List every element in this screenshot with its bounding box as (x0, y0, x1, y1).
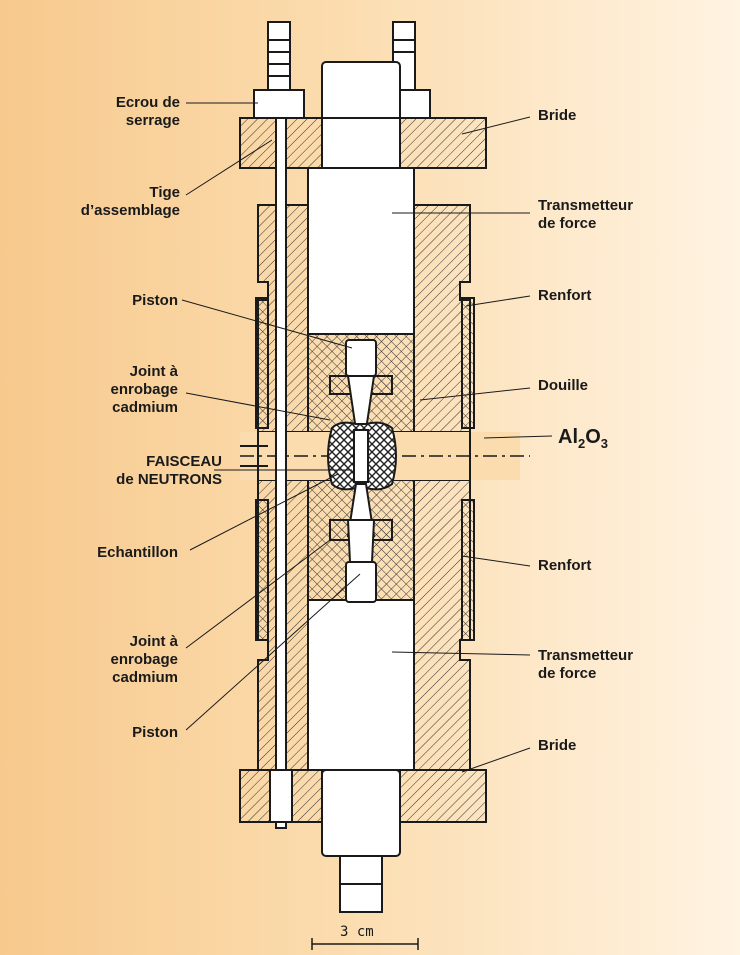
label-joint-bottom: Joint à enrobage cadmium (110, 633, 178, 686)
renfort-top-left (255, 297, 269, 429)
label-douille: Douille (538, 377, 589, 394)
label-joint-top: Joint à enrobage cadmium (110, 363, 178, 416)
label-piston-top: Piston (132, 292, 178, 309)
lower-force-transmitter (307, 599, 415, 771)
label-renfort-top: Renfort (538, 287, 592, 304)
clamping-nut-left (253, 89, 305, 119)
piston-bottom (345, 561, 377, 603)
bottom-cap (321, 769, 401, 857)
renfort-top-right (461, 297, 475, 429)
label-tige-assemblage: Tige d’assemblage (80, 184, 180, 219)
label-ecrou-de-serrage: Ecrou de serrage (115, 94, 180, 129)
label-echantillon: Echantillon (97, 544, 178, 561)
label-transmetteur-top: Transmetteur de force (538, 197, 634, 232)
tie-rod (275, 117, 287, 829)
label-faisceau-neutrons: FAISCEAU de NEUTRONS (116, 453, 222, 488)
top-left-bolt (267, 21, 291, 93)
label-bride-bottom: Bride (538, 737, 577, 754)
sample (353, 429, 369, 483)
clamping-nut-right (397, 89, 431, 119)
label-renfort-bottom: Renfort (538, 557, 592, 574)
upper-force-transmitter (307, 167, 415, 335)
label-piston-bottom: Piston (132, 724, 178, 741)
renfort-bottom-left (255, 499, 269, 641)
renfort-bottom-right (461, 499, 475, 641)
scale-label: 3 cm (340, 924, 374, 940)
label-al2o3: Al2O3 (558, 426, 609, 451)
scale-bar (311, 938, 419, 950)
label-bride-top: Bride (538, 107, 577, 124)
piston-top (345, 339, 377, 377)
label-transmetteur-bottom: Transmetteur de force (538, 647, 634, 682)
leader-lines (181, 102, 553, 773)
